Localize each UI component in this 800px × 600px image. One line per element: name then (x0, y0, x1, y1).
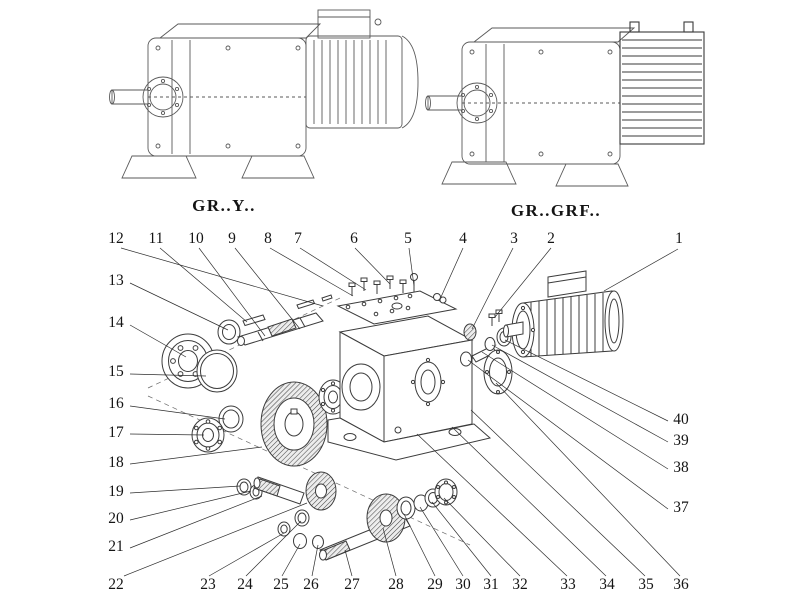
callout-3: 3 (510, 230, 518, 247)
figure-label-gr-y: GR..Y.. (192, 196, 256, 215)
mount-foot (555, 163, 629, 187)
foot-slot (343, 433, 357, 441)
washer (439, 296, 447, 304)
callout-7: 7 (294, 230, 302, 247)
output-hub (142, 76, 184, 118)
callout-4: 4 (459, 230, 467, 247)
callout-6: 6 (350, 230, 358, 247)
callout-14: 14 (108, 314, 124, 331)
washer (433, 293, 441, 301)
callout-10: 10 (188, 230, 204, 247)
callout-36: 36 (673, 576, 689, 593)
output-gear-cluster (366, 478, 458, 543)
callout-23: 23 (200, 576, 216, 593)
callout-39: 39 (673, 432, 689, 449)
input-shaft-assembly (237, 294, 333, 346)
callout-27: 27 (344, 576, 360, 593)
callout-37: 37 (673, 499, 689, 516)
mount-base (327, 417, 492, 461)
callout-20: 20 (108, 510, 124, 527)
gear-housing (327, 290, 492, 461)
oil-seal (217, 319, 241, 345)
callout-17: 17 (108, 424, 124, 441)
eye-bolt (410, 273, 418, 281)
callout-22: 22 (108, 576, 124, 593)
callout-38: 38 (673, 459, 689, 476)
callout-25: 25 (273, 576, 289, 593)
callout-24: 24 (237, 576, 253, 593)
motor (503, 270, 624, 358)
figure-gr-y (109, 9, 419, 179)
terminal-box (547, 270, 587, 298)
callout-11: 11 (148, 230, 164, 247)
callout-12: 12 (108, 230, 124, 247)
output-shaft (427, 95, 463, 111)
large-gear (260, 381, 328, 467)
callout-29: 29 (427, 576, 443, 593)
callout-13: 13 (108, 272, 124, 289)
callout-35: 35 (638, 576, 654, 593)
callout-1: 1 (675, 230, 683, 247)
keyway (290, 408, 298, 415)
output-hub (456, 82, 498, 124)
motor-assembled (305, 9, 419, 129)
pin (321, 294, 333, 302)
bearing-left (191, 417, 225, 453)
callout-34: 34 (599, 576, 615, 593)
callout-40: 40 (673, 411, 689, 428)
callout-18: 18 (108, 454, 124, 471)
callout-28: 28 (388, 576, 404, 593)
callout-21: 21 (108, 538, 124, 555)
retaining-ring (196, 349, 238, 393)
callout-33: 33 (560, 576, 576, 593)
callout-19: 19 (108, 483, 124, 500)
callout-26: 26 (303, 576, 319, 593)
mount-foot (121, 155, 197, 179)
callout-30: 30 (455, 576, 471, 593)
figure-label-gr-grf: GR..GRF.. (510, 201, 602, 220)
mount-foot (441, 161, 517, 185)
callout-31: 31 (483, 576, 499, 593)
callout-16: 16 (108, 395, 124, 412)
exploded-view (147, 270, 624, 561)
leader-lines (120, 247, 681, 577)
brake-fan-unit (619, 21, 705, 145)
key (242, 314, 266, 327)
foot-slot (448, 428, 462, 436)
mount-foot (241, 155, 315, 179)
drain-plug (394, 426, 402, 434)
gearbox-top-face (158, 23, 322, 39)
callout-32: 32 (512, 576, 528, 593)
terminal-box (317, 9, 371, 39)
gearbox-top-face (472, 27, 636, 43)
spacer-ring (218, 405, 244, 433)
callout-9: 9 (228, 230, 236, 247)
callout-5: 5 (404, 230, 412, 247)
output-shaft (111, 89, 149, 105)
callout-15: 15 (108, 363, 124, 380)
callout-2: 2 (547, 230, 555, 247)
callout-8: 8 (264, 230, 272, 247)
figure-gr-grf (425, 21, 705, 187)
